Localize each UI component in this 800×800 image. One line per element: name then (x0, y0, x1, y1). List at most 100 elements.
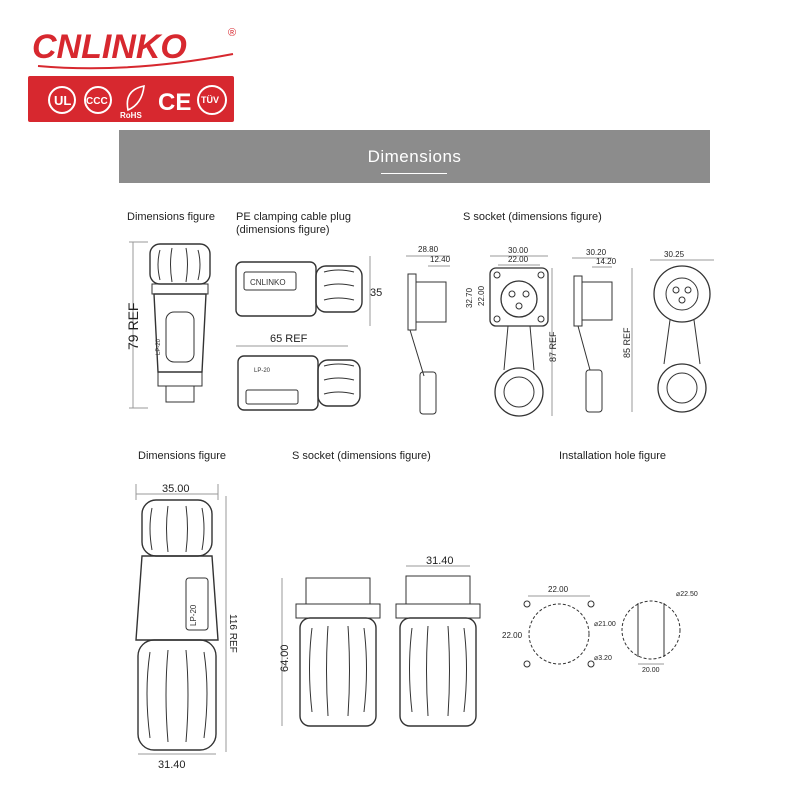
socket1-receptacle (500, 280, 538, 318)
header-underline (381, 173, 447, 174)
dim-1420: 14.20 (596, 257, 617, 266)
socket-bottom-left-grip (309, 625, 367, 717)
dim-35: 35 (370, 287, 382, 299)
socket1-pin (508, 290, 516, 298)
socket2-cap-inner (666, 372, 698, 404)
hole-main-circle (528, 603, 590, 665)
plug-flange (157, 371, 203, 387)
socket1-flange-side (407, 273, 417, 331)
hole-screw (587, 660, 595, 668)
dim-h2200a: 22.00 (548, 585, 569, 594)
socket1-pin (515, 302, 523, 310)
socket2-strap (663, 319, 701, 365)
socket2-body-side (581, 281, 613, 321)
assembly-top-grip (149, 505, 205, 553)
socket1-screw-hole (493, 315, 501, 323)
dim-3140a: 31.40 (158, 759, 186, 771)
dim-3025: 30.25 (664, 250, 685, 259)
dim-79-ref: 79 REF (125, 303, 141, 350)
dim-2200a: 22.00 (508, 255, 529, 264)
socket-bottom-left-nut (299, 617, 377, 727)
pe-plug-body (235, 261, 317, 317)
s-socket-2-side-drawing: 30.20 14.20 (572, 248, 617, 413)
pe-plug-side-grip (323, 363, 355, 395)
socket1-cap (494, 367, 544, 417)
tuv-cert-text: TÜV (201, 95, 219, 105)
section-label-pe-plug-line2: (dimensions figure) (236, 224, 330, 236)
logo-swoosh (37, 53, 234, 70)
rohs-leaf-icon (126, 85, 145, 112)
brand-logo: CNLINKO ® UL CCC RoHS CE TÜV (28, 20, 246, 126)
pe-plug-side-plate (245, 389, 299, 405)
section-label-dimensions-top: Dimensions figure (127, 211, 216, 223)
pe-plug-side-body (237, 355, 319, 411)
socket-bottom-right-flange (395, 603, 481, 619)
dim-3020: 30.20 (586, 248, 607, 257)
tuv-cert-icon (197, 85, 227, 115)
brand-name: CNLINKO (32, 28, 187, 66)
socket1-screw-hole (493, 271, 501, 279)
socket2-strap-side (577, 325, 591, 371)
assembly-label-plate (185, 577, 209, 631)
hole-screw (523, 600, 531, 608)
pe-plug-side-print: LP-20 (254, 368, 271, 374)
s-socket-1-side-drawing: 28.80 12.40 (406, 245, 451, 415)
section-label-s-socket-top: S socket (dimensions figure) (463, 211, 602, 223)
plug-body (153, 293, 207, 373)
socket2-front-flange (653, 265, 711, 323)
dim-h2100: ⌀21.00 (594, 621, 616, 628)
socket-bottom-right-top (405, 575, 471, 605)
dim-3140b: 31.40 (426, 555, 454, 567)
plug-vertical-drawing: 79 REF LP-20 (125, 241, 211, 409)
socket2-pin (684, 286, 692, 294)
dim-85-ref: 85 REF (622, 327, 632, 358)
dim-h2000: 20.00 (642, 667, 660, 674)
assembly-middle-body (135, 555, 219, 641)
pe-plug-bottom-drawing: 65 REF LP-20 (236, 333, 361, 411)
pe-plug-logo: CNLINKO (250, 278, 286, 287)
dim-6400: 64.00 (279, 644, 291, 672)
socket2-pin (678, 296, 686, 304)
ul-cert-text: UL (54, 93, 71, 108)
dim-3500: 35.00 (162, 483, 190, 495)
socket-bottom-left-top (305, 577, 371, 605)
socket-bottom-right-nut (399, 617, 477, 727)
ul-cert-icon (48, 86, 76, 114)
dim-65-ref: 65 REF (270, 333, 308, 345)
assembly-print-lp20: LP-20 (189, 604, 198, 626)
dim-h2250: ⌀22.50 (676, 591, 698, 598)
dim-1240: 12.40 (430, 255, 451, 264)
pe-plug-side-nut (317, 359, 361, 407)
dim-87-ref: 87 REF (548, 331, 558, 362)
cert-banner (28, 76, 234, 122)
pe-plug-top-drawing: CNLINKO 35 (235, 256, 382, 326)
plug-tail (165, 385, 195, 403)
assembly-bottom-nut (137, 639, 217, 751)
socket1-strap-side (409, 329, 425, 377)
socket1-screw-hole (537, 315, 545, 323)
section-label-installation-hole: Installation hole figure (559, 450, 667, 462)
dimensions-header: Dimensions (119, 130, 710, 183)
plug-print-lp20: LP-20 (156, 338, 162, 355)
socket2-cap-side (585, 369, 603, 413)
socket2-flange-side (573, 275, 583, 327)
pe-plug-nut (315, 265, 363, 313)
pe-plug-label-plate (243, 271, 297, 291)
plug-nut-grip (157, 247, 201, 283)
socket2-cap (657, 363, 707, 413)
ccc-cert-text: CCC (86, 96, 108, 107)
pe-plug-nut-grip (323, 269, 355, 301)
socket1-screw-hole (537, 271, 545, 279)
socket2-receptacle (665, 277, 699, 311)
brand-logo-graphic: CNLINKO ® UL CCC RoHS CE TÜV (28, 27, 236, 122)
hole-screw (587, 600, 595, 608)
dim-2200b: 22.00 (477, 285, 486, 306)
socket-bottom-left-flange (295, 603, 381, 619)
s-socket-2-front-drawing: 30.25 85 REF (622, 250, 714, 413)
dim-3270: 32.70 (465, 287, 474, 308)
assembly-tall-drawing: 35.00 LP-20 116 REF 31.40 (135, 483, 238, 771)
socket1-pin (522, 290, 530, 298)
installation-hole-drawing: 22.00 22.00 ⌀21.00 ⌀3.20 ⌀22.50 20.00 (502, 585, 698, 674)
socket-bottom-right-grip (409, 625, 467, 717)
